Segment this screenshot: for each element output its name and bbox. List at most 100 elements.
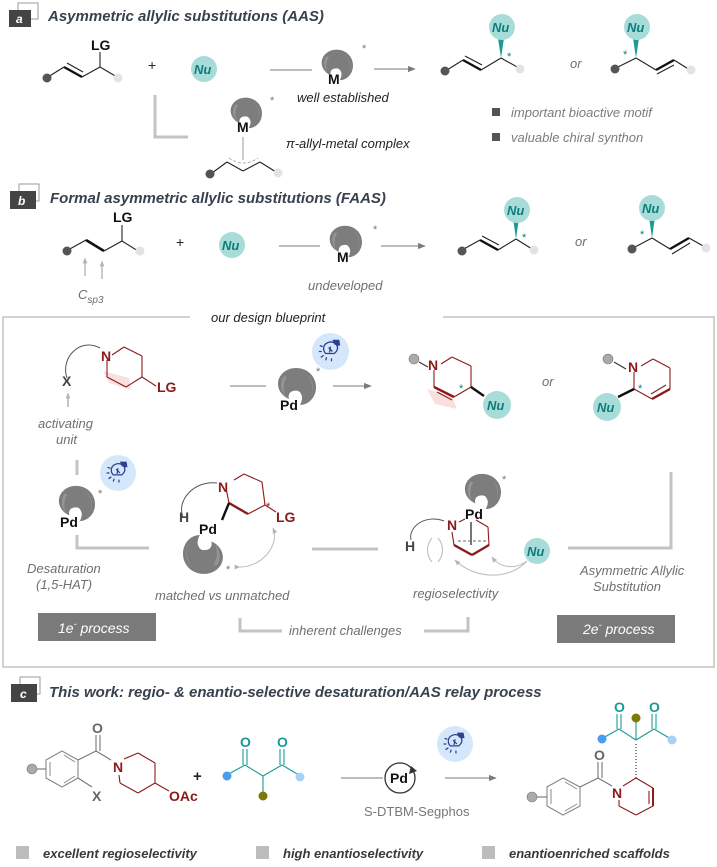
section-c-badge: c	[11, 676, 41, 702]
nu-label: Nu	[222, 238, 239, 253]
light-substituent-dot	[113, 73, 123, 83]
square-bullet-icon	[482, 846, 495, 859]
leaving-group-label: LG	[113, 209, 133, 225]
lightbulb-icon	[436, 725, 474, 763]
connector-line	[424, 617, 470, 633]
faas-status-label: undeveloped	[308, 278, 383, 293]
chirality-star: *	[640, 229, 645, 241]
blueprint-title: our design blueprint	[211, 310, 327, 325]
chirality-star: *	[522, 232, 527, 244]
acetate-label: OAc	[169, 788, 198, 804]
pi-allyl-pd-intermediate: * Pd H N Nu	[405, 473, 550, 576]
nitrogen-label: N	[628, 359, 638, 375]
or-label: or	[575, 234, 587, 249]
chirality-star: *	[502, 474, 507, 486]
nu-label: Nu	[492, 20, 509, 35]
saturated-substrate: LG Csp3	[62, 209, 145, 306]
chirality-star: *	[270, 95, 275, 107]
nu-label: Nu	[527, 544, 544, 559]
section-c-badge-label: c	[20, 687, 27, 701]
oxygen-label: O	[594, 747, 605, 763]
metal-label: M	[328, 71, 340, 87]
chirality-star: *	[316, 366, 321, 378]
nitrogen-label: N	[113, 759, 123, 775]
chirality-star: *	[266, 501, 271, 513]
connector-line	[153, 95, 188, 139]
x-substituent-label: X	[92, 788, 102, 804]
aryl-piperidine-substrate: O X N OAc	[26, 720, 198, 804]
nitrogen-label: N	[101, 348, 111, 364]
dark-substituent-dot	[42, 73, 52, 83]
pd-label: Pd	[199, 521, 217, 537]
plus-sign: +	[148, 57, 156, 73]
feature-item: excellent regioselectivity	[43, 846, 198, 861]
inherent-challenges-label: inherent challenges	[289, 623, 402, 638]
nu-label: Nu	[597, 400, 614, 415]
square-bullet-icon	[492, 133, 500, 141]
square-bullet-icon	[16, 846, 29, 859]
leaving-group-label: LG	[91, 37, 111, 53]
connector-line	[238, 618, 282, 633]
oxygen-label: O	[240, 734, 251, 750]
nu-label: Nu	[487, 398, 504, 413]
section-b: b Formal asymmetric allylic substitution…	[10, 183, 711, 306]
leaving-group-label: LG	[276, 509, 296, 525]
section-c: c This work: regio- & enantio-selective …	[11, 676, 677, 861]
csp3-label: Csp3	[78, 287, 104, 306]
one-electron-process-box: 1e- process	[38, 613, 156, 641]
chirality-star: *	[638, 383, 643, 395]
desaturation-label: Desaturation(1,5-HAT)	[27, 561, 101, 592]
allylic-substrate: LG	[42, 37, 123, 83]
hydrogen-label: H	[179, 509, 189, 525]
svg-text:2e- process: 2e- process	[582, 620, 655, 637]
chirality-star: *	[373, 224, 378, 236]
plus-sign: +	[176, 234, 184, 250]
feature-item: high enantioselectivity	[283, 846, 424, 861]
section-a-title: Asymmetric allylic substitutions (AAS)	[47, 8, 324, 25]
bullet-item: important bioactive motif	[511, 105, 653, 120]
motif-bullet-list: important bioactive motif valuable chira…	[492, 105, 653, 145]
faas-product-linear: Nu *	[627, 195, 711, 255]
nucleophile-icon: Nu	[191, 56, 217, 82]
section-a-badge-label: a	[16, 12, 23, 26]
nu-label: Nu	[507, 203, 524, 218]
or-label: or	[542, 374, 554, 389]
svg-text:1e- process: 1e- process	[58, 619, 130, 636]
feature-list: excellent regioselectivity high enantios…	[16, 846, 670, 861]
chirality-star: *	[507, 51, 512, 63]
lightbulb-icon	[99, 454, 137, 492]
metal-label: M	[237, 119, 249, 135]
hydrogen-label: H	[405, 538, 415, 554]
pi-allyl-metal-complex: M *	[205, 95, 283, 179]
section-a-badge: a	[9, 2, 39, 27]
pd-catalytic-cycle-icon: Pd	[384, 762, 417, 794]
nitrogen-label: N	[428, 357, 438, 373]
chiral-metal-catalyst-icon: M *	[329, 224, 378, 265]
nu-label: Nu	[194, 62, 211, 77]
alkyl-pd-intermediate: H N LG * Pd *	[179, 473, 296, 576]
pd-label: Pd	[60, 514, 78, 530]
square-bullet-icon	[256, 846, 269, 859]
metal-label: M	[337, 249, 349, 265]
section-c-title: This work: regio- & enantio-selective de…	[49, 684, 542, 701]
oxygen-label: O	[649, 699, 660, 715]
blueprint-product-2-substituted: N * Nu	[593, 353, 671, 421]
aas-status-label: well established	[297, 90, 390, 105]
pd-label: Pd	[390, 770, 408, 786]
nu-label: Nu	[627, 20, 644, 35]
regioselectivity-label: regioselectivity	[413, 586, 500, 601]
chirality-star: *	[362, 43, 367, 55]
chirality-star: *	[623, 49, 628, 61]
bullet-item: valuable chiral synthon	[511, 130, 643, 145]
connector-line	[75, 535, 149, 550]
section-b-title: Formal asymmetric allylic substitutions …	[50, 190, 386, 207]
square-bullet-icon	[492, 108, 500, 116]
dicarbonyl-nucleophile: O O	[222, 734, 305, 801]
two-electron-process-box: 2e- process	[557, 615, 675, 643]
or-label: or	[570, 56, 582, 71]
connector-line	[568, 472, 673, 550]
pi-allyl-complex-label: π-allyl-metal complex	[286, 136, 410, 151]
